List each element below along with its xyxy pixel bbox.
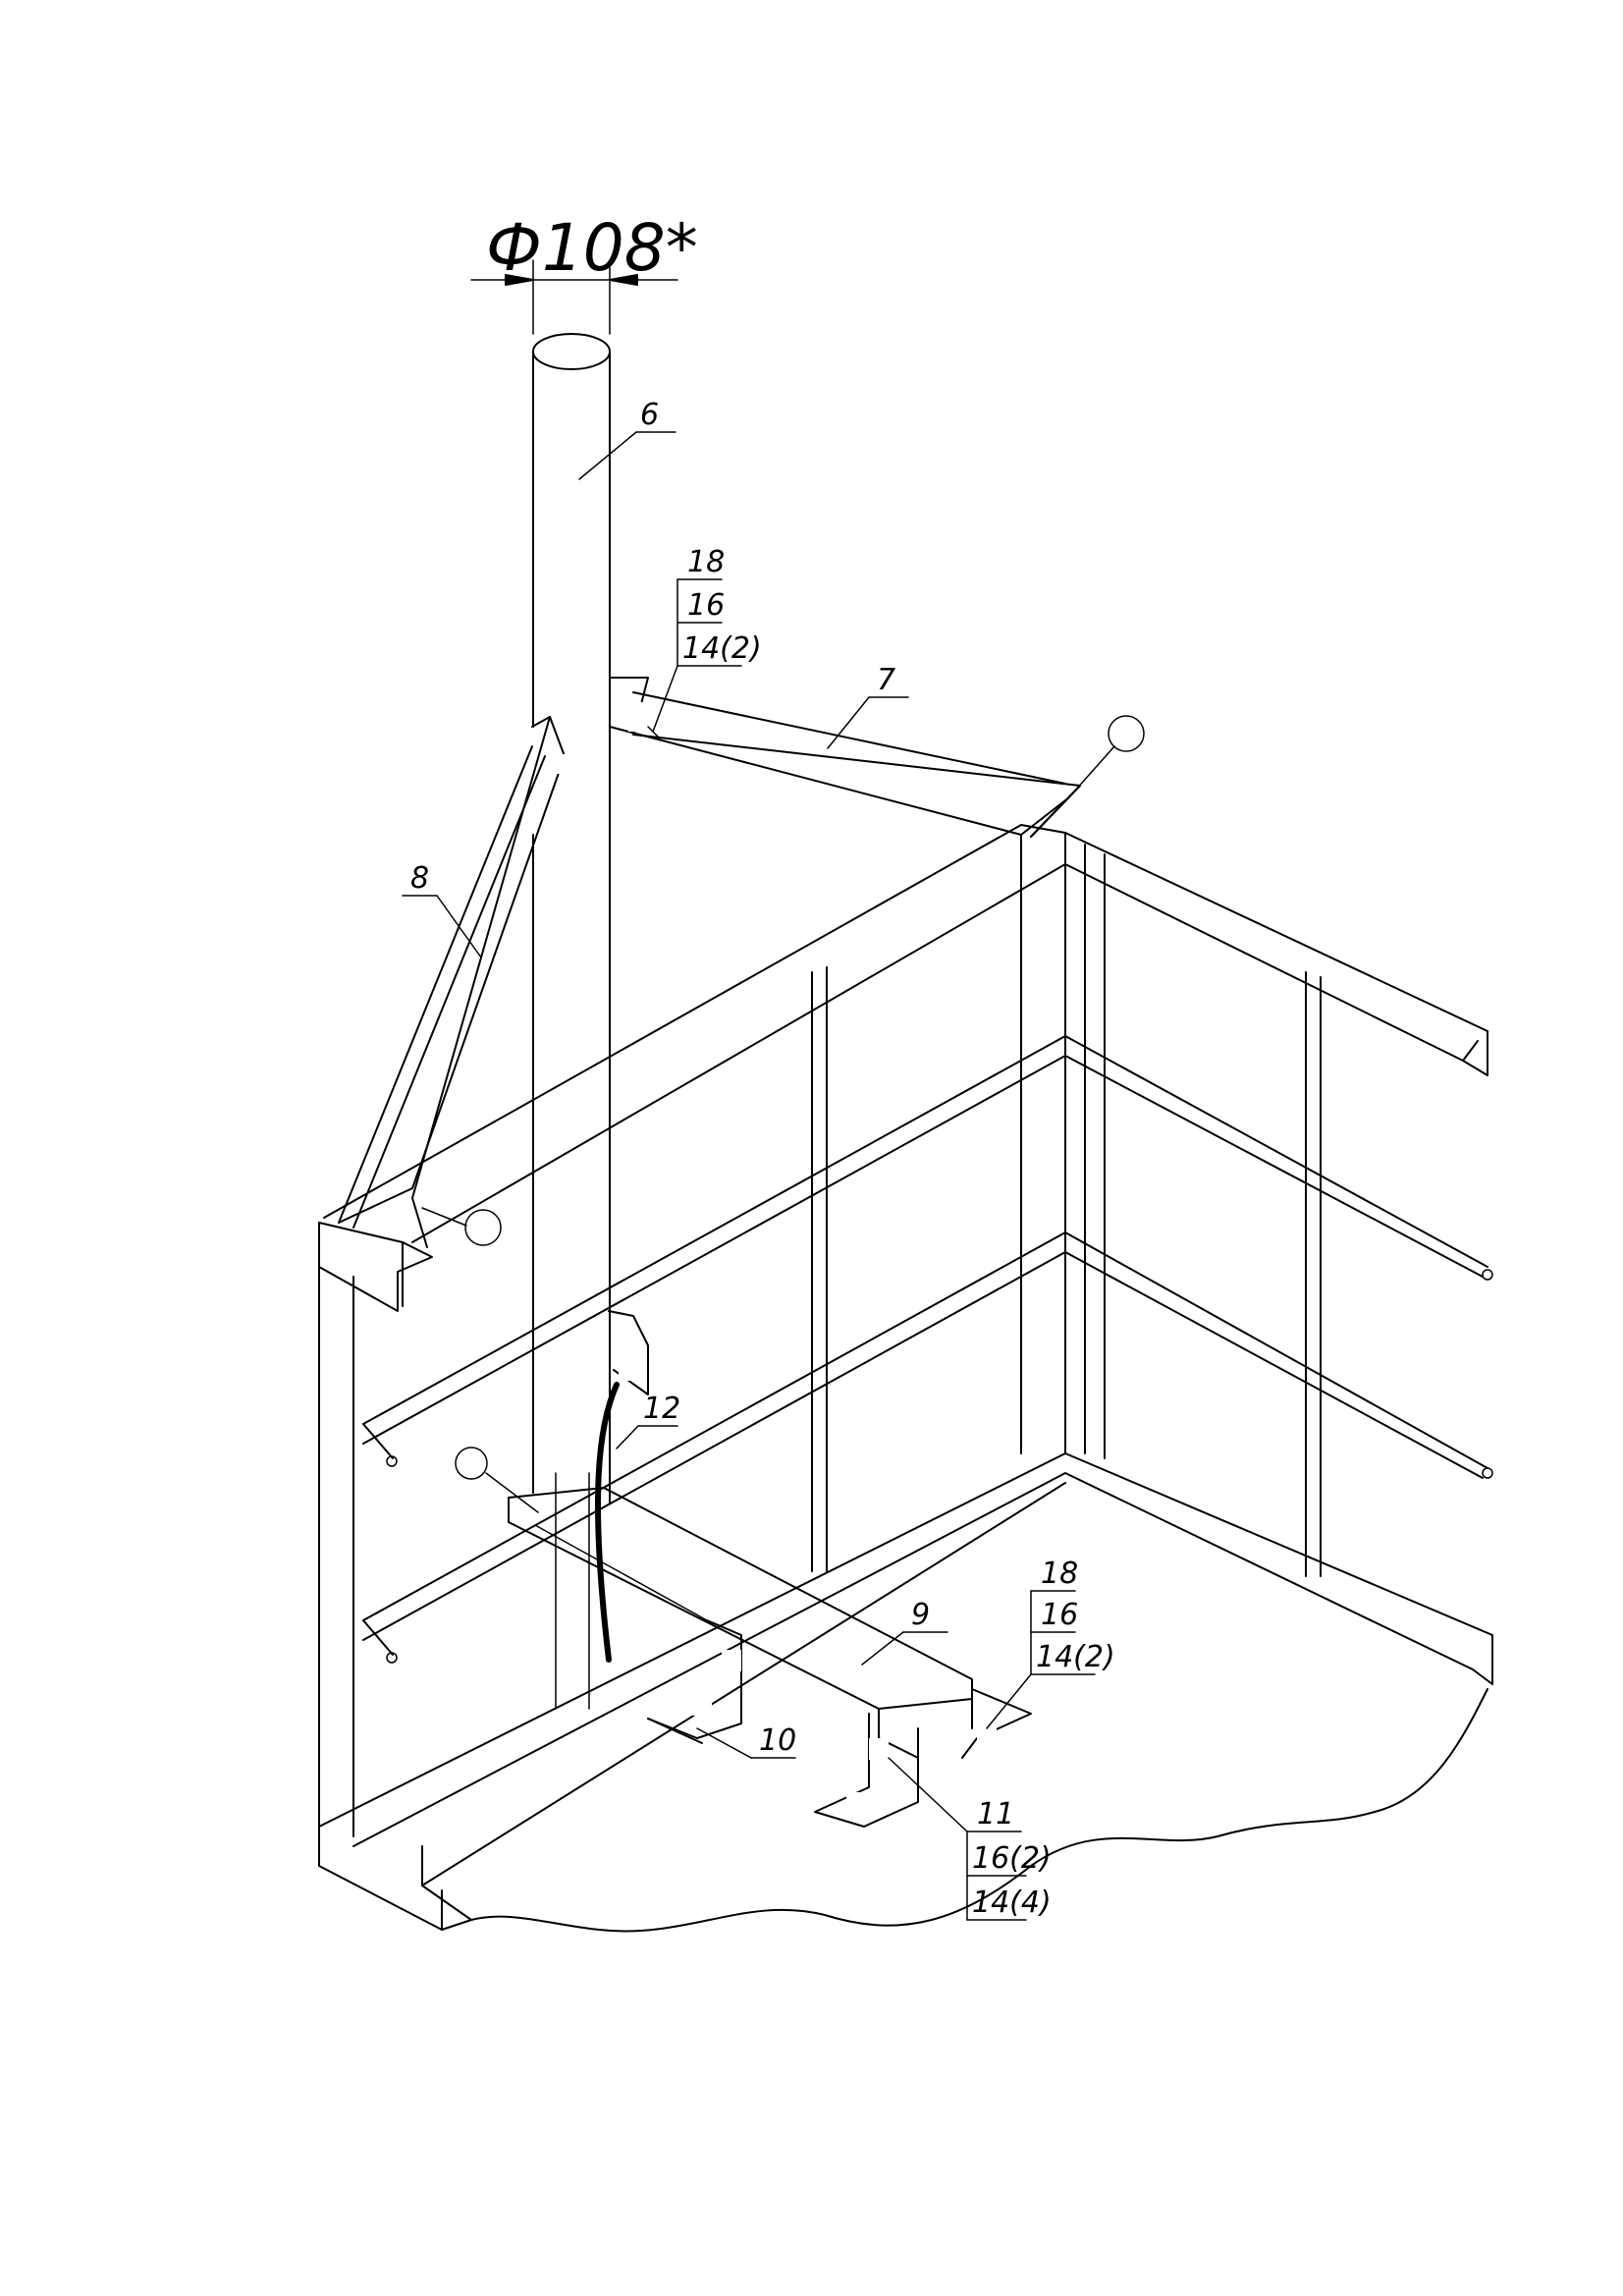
callout-9: 9 — [861, 1598, 948, 1666]
callout-stack-right-2: 16 — [1041, 1598, 1078, 1632]
right-middle-post — [1305, 971, 1322, 1577]
callout-stack-top-2: 16 — [687, 588, 725, 623]
floor-break-line — [470, 1688, 1488, 1933]
callout-10: 10 — [696, 1723, 796, 1759]
brace-7 — [609, 677, 1145, 838]
pipe-foot-plate — [595, 1310, 649, 1663]
callout-8: 8 — [402, 861, 482, 958]
mid-rails-right — [1064, 1035, 1493, 1479]
base-beam-9 — [508, 1487, 973, 1759]
callout-9-label: 9 — [911, 1598, 930, 1632]
bottom-toe-boards — [318, 1452, 1493, 1931]
callout-12: 12 — [616, 1392, 680, 1449]
corner-post — [1020, 832, 1106, 1459]
support-bracket-left — [647, 1619, 742, 1744]
callout-stack-bottom-3: 14(4) — [972, 1886, 1052, 1920]
left-end-post — [318, 1266, 354, 1837]
dimension-label: Ф108* — [486, 210, 698, 286]
callout-7: 7 — [827, 663, 909, 749]
callout-6: 6 — [578, 398, 676, 480]
callout-stack-right-1: 18 — [1041, 1557, 1078, 1591]
callout-stack-top: 18 16 14(2) — [652, 545, 762, 733]
top-rail-left — [318, 824, 1066, 1312]
callout-8-label: 8 — [410, 861, 429, 896]
callout-stack-top-3: 14(2) — [682, 631, 762, 666]
weld-marker — [455, 1447, 488, 1480]
brace-8 — [338, 716, 587, 1229]
callout-stack-right-3: 14(2) — [1036, 1640, 1115, 1674]
left-middle-post — [811, 966, 828, 1572]
callout-stack-right: 18 16 14(2) — [986, 1557, 1115, 1729]
callout-10-label: 10 — [759, 1723, 796, 1758]
callout-6-label: 6 — [640, 398, 659, 432]
mid-rails-left — [362, 1035, 1066, 1664]
support-bracket-right — [961, 1688, 1032, 1759]
callout-stack-bottom-2: 16(2) — [972, 1841, 1052, 1876]
top-rail-right — [1064, 832, 1488, 1076]
callout-stack-top-1: 18 — [687, 545, 725, 579]
callout-12-label: 12 — [643, 1392, 680, 1426]
callout-7-label: 7 — [877, 663, 895, 697]
weld-marker-leader — [485, 1472, 539, 1513]
callout-stack-bottom-1: 11 — [977, 1797, 1014, 1831]
support-bracket-front — [814, 1713, 919, 1828]
pipe-diameter-dimension: Ф108* — [470, 210, 698, 335]
callout-stack-bottom: 11 16(2) 14(4) — [888, 1757, 1052, 1921]
